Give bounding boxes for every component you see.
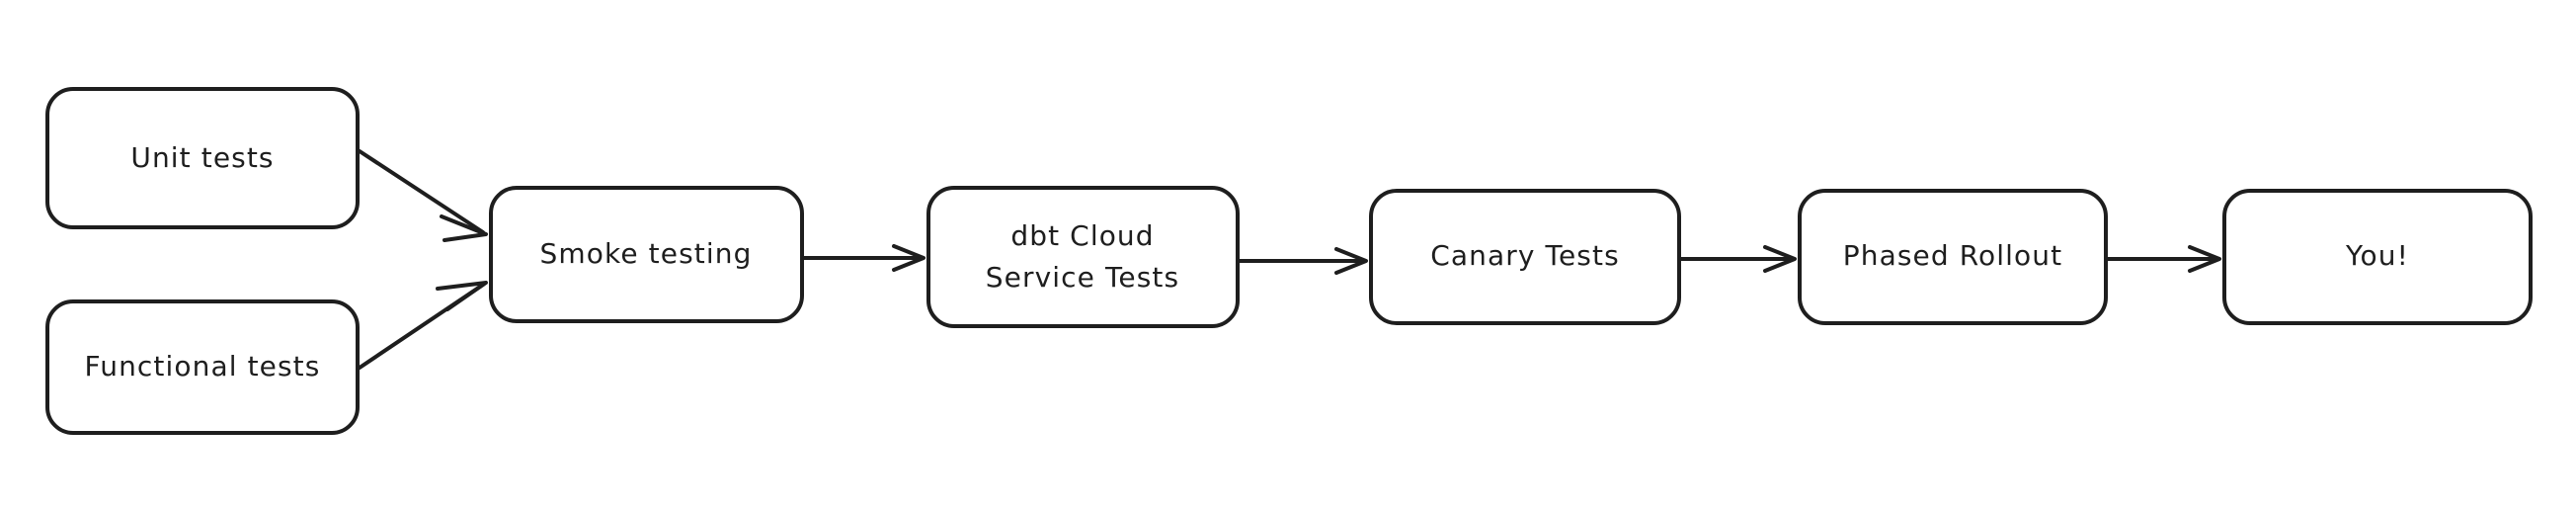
node-unit-tests-label: Unit tests xyxy=(130,141,274,174)
node-you-shape[interactable] xyxy=(2222,189,2533,325)
edge-phased-to-you[interactable] xyxy=(2106,245,2221,273)
node-functional-tests-label: Functional tests xyxy=(85,350,321,382)
node-dbt-cloud-service-tests-label-line1: dbt Cloud xyxy=(1010,219,1154,252)
node-smoke-testing-shape[interactable] xyxy=(489,186,804,323)
node-unit-tests[interactable]: Unit tests xyxy=(45,87,360,229)
node-functional-tests-shape[interactable] xyxy=(45,299,360,435)
node-functional-tests[interactable]: Functional tests xyxy=(45,299,360,435)
node-smoke-testing-label: Smoke testing xyxy=(540,237,753,270)
node-phased-rollout[interactable]: Phased Rollout xyxy=(1798,189,2108,325)
node-canary-tests-shape[interactable] xyxy=(1369,189,1681,325)
node-phased-rollout-shape[interactable] xyxy=(1798,189,2108,325)
node-dbt-cloud-service-tests[interactable]: dbt Cloud Service Tests xyxy=(926,186,1240,328)
node-you[interactable]: You! xyxy=(2222,189,2533,325)
edge-dbt-to-canary[interactable] xyxy=(1238,247,1368,275)
node-smoke-testing[interactable]: Smoke testing xyxy=(489,186,804,323)
node-dbt-cloud-service-tests-label-line2: Service Tests xyxy=(986,261,1179,294)
edge-canary-to-phased[interactable] xyxy=(1679,245,1797,273)
edges-layer xyxy=(358,149,2221,370)
nodes-layer: Unit tests Functional tests Smoke testin… xyxy=(45,87,2533,435)
node-unit-tests-shape[interactable] xyxy=(45,87,360,229)
node-phased-rollout-label: Phased Rollout xyxy=(1843,239,2062,272)
node-you-label: You! xyxy=(2345,239,2409,272)
edge-functional-to-smoke[interactable] xyxy=(358,281,488,370)
node-dbt-cloud-service-tests-shape[interactable] xyxy=(926,186,1240,328)
edge-smoke-to-dbt[interactable] xyxy=(802,244,926,272)
edge-unit-to-smoke[interactable] xyxy=(358,149,488,242)
node-canary-tests[interactable]: Canary Tests xyxy=(1369,189,1681,325)
node-canary-tests-label: Canary Tests xyxy=(1430,239,1620,272)
